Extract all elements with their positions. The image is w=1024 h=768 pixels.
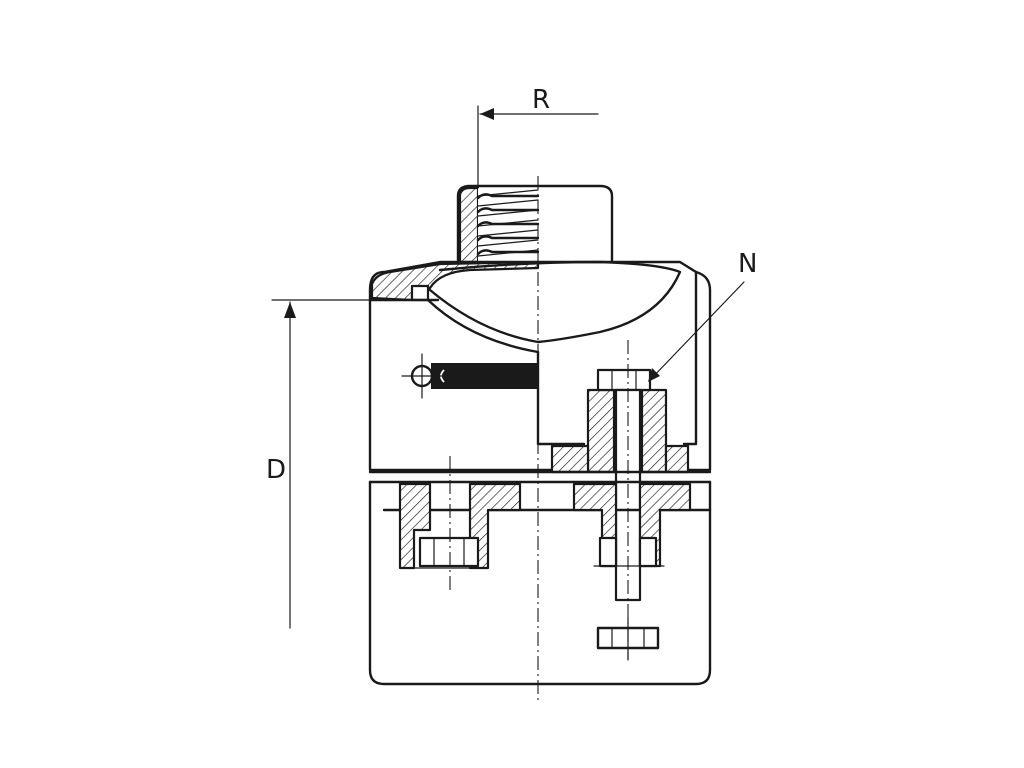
label-r: R bbox=[532, 85, 550, 115]
dimension-n: N bbox=[648, 249, 757, 382]
captive-nut-left bbox=[418, 536, 480, 568]
internal-thread bbox=[476, 188, 540, 264]
hex-bolt-head bbox=[596, 368, 652, 392]
locking-pin bbox=[401, 353, 539, 399]
label-n: N bbox=[738, 249, 757, 279]
dimension-r: R bbox=[477, 85, 599, 189]
threaded-neck bbox=[456, 176, 614, 700]
bolt-boss-upper bbox=[550, 340, 690, 660]
lower-housing bbox=[368, 456, 712, 686]
loose-hex-nut bbox=[596, 617, 660, 661]
label-d: D bbox=[266, 455, 286, 485]
upper-housing bbox=[368, 260, 712, 472]
dimension-d: D bbox=[266, 299, 373, 629]
